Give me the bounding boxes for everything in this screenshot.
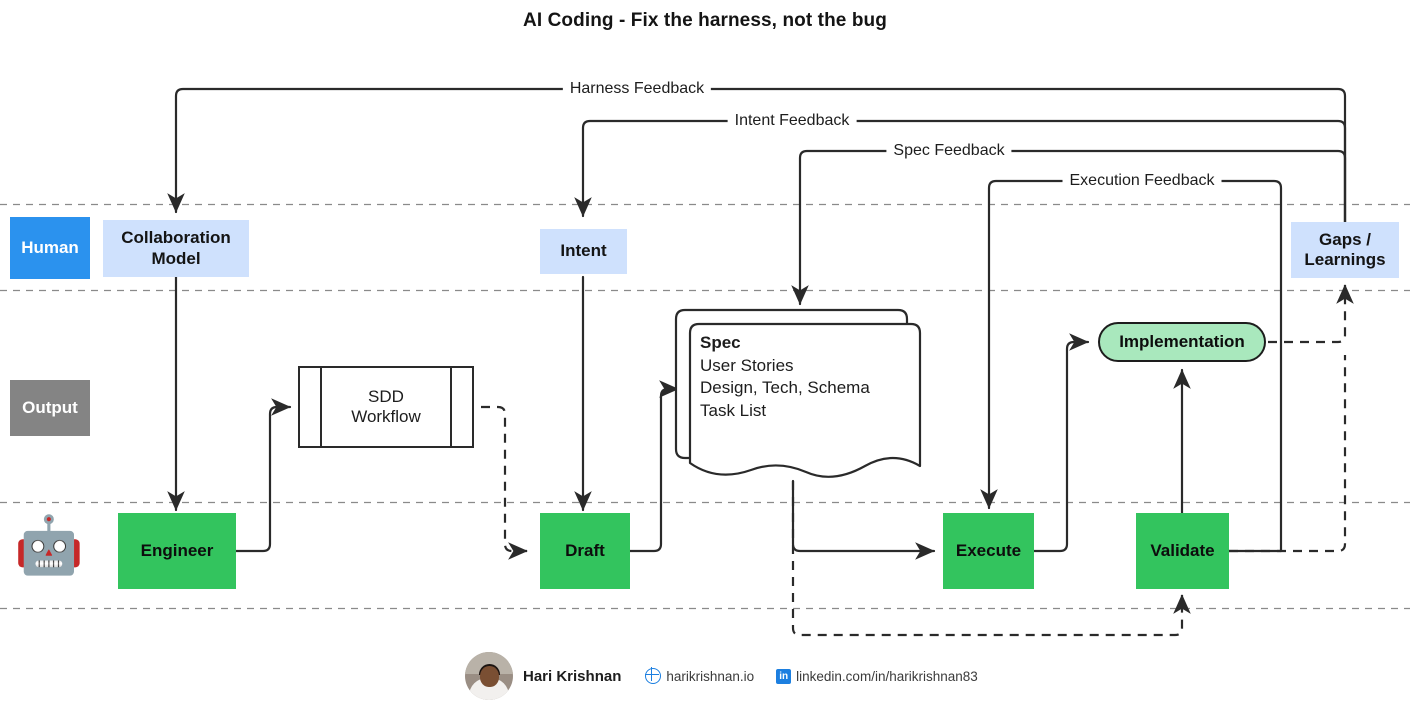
spec-line-2: Design, Tech, Schema bbox=[700, 378, 870, 398]
node-label-line2: Model bbox=[151, 248, 201, 268]
subprocess-bar-right bbox=[450, 368, 452, 446]
edge-label-intent-feedback: Intent Feedback bbox=[727, 112, 857, 130]
edge-label-execution-feedback: Execution Feedback bbox=[1062, 172, 1222, 190]
node-label-line1: Gaps / bbox=[1319, 229, 1371, 249]
node-engineer[interactable]: Engineer bbox=[118, 513, 236, 589]
lane-badge-output: Output bbox=[10, 380, 90, 436]
spec-line-1: User Stories bbox=[700, 355, 794, 375]
edge-spec-to-execute bbox=[791, 479, 936, 560]
linkedin-icon: in bbox=[776, 668, 792, 684]
subprocess-bar-left bbox=[320, 368, 322, 446]
avatar bbox=[465, 652, 513, 700]
edge-harness-feedback bbox=[167, 87, 1347, 224]
edge-validate-bottom-loop-dashed bbox=[1229, 355, 1347, 553]
lane-badge-human: Human bbox=[10, 217, 90, 279]
node-label-line1: Collaboration bbox=[121, 228, 231, 248]
node-collaboration-model[interactable]: Collaboration Model bbox=[103, 220, 249, 277]
edge-draft-to-spec bbox=[628, 380, 680, 553]
author-name: Hari Krishnan bbox=[523, 667, 622, 685]
edge-execution-feedback bbox=[980, 179, 1283, 553]
author-website-link[interactable]: harikrishnan.io bbox=[644, 667, 755, 684]
edge-intent-feedback bbox=[574, 119, 1347, 224]
edge-spec-feedback bbox=[791, 149, 1347, 306]
node-label-line2: Learnings bbox=[1304, 250, 1386, 269]
robot-icon: 🤖 bbox=[14, 513, 84, 576]
author-linkedin-text: linkedin.com/in/harikrishnan83 bbox=[796, 668, 978, 684]
spec-line-3: Task List bbox=[700, 400, 767, 420]
author-linkedin-link[interactable]: in linkedin.com/in/harikrishnan83 bbox=[776, 668, 978, 684]
page-title: AI Coding - Fix the harness, not the bug bbox=[523, 10, 887, 31]
node-execute[interactable]: Execute bbox=[943, 513, 1034, 589]
node-draft[interactable]: Draft bbox=[540, 513, 630, 589]
node-label-line1: SDD bbox=[368, 386, 404, 406]
spec-title: Spec bbox=[700, 333, 741, 352]
globe-icon bbox=[644, 667, 662, 684]
edge-implementation-to-gaps-dashed bbox=[1268, 284, 1354, 344]
spec-shape bbox=[674, 308, 922, 478]
node-spec-content[interactable]: Spec User Stories Design, Tech, Schema T… bbox=[700, 332, 930, 422]
edge-label-harness-feedback: Harness Feedback bbox=[562, 80, 712, 98]
edge-label-spec-feedback: Spec Feedback bbox=[886, 142, 1012, 160]
node-gaps-learnings[interactable]: Gaps / Learnings bbox=[1291, 222, 1399, 278]
node-sdd-workflow[interactable]: SDD Workflow bbox=[298, 366, 474, 448]
node-validate[interactable]: Validate bbox=[1136, 513, 1229, 589]
edge-engineer-to-sdd bbox=[234, 398, 292, 553]
footer-author: Hari Krishnan harikrishnan.io in linkedi… bbox=[465, 652, 978, 700]
node-implementation[interactable]: Implementation bbox=[1098, 322, 1266, 362]
edge-sdd-to-draft-dashed bbox=[481, 405, 528, 560]
node-label-line2: Workflow bbox=[351, 407, 421, 426]
node-intent[interactable]: Intent bbox=[540, 229, 627, 274]
author-website-text: harikrishnan.io bbox=[666, 668, 755, 684]
edge-spec-bottom-to-validate-dashed bbox=[791, 481, 1191, 637]
edge-execute-to-implementation bbox=[1032, 333, 1090, 553]
